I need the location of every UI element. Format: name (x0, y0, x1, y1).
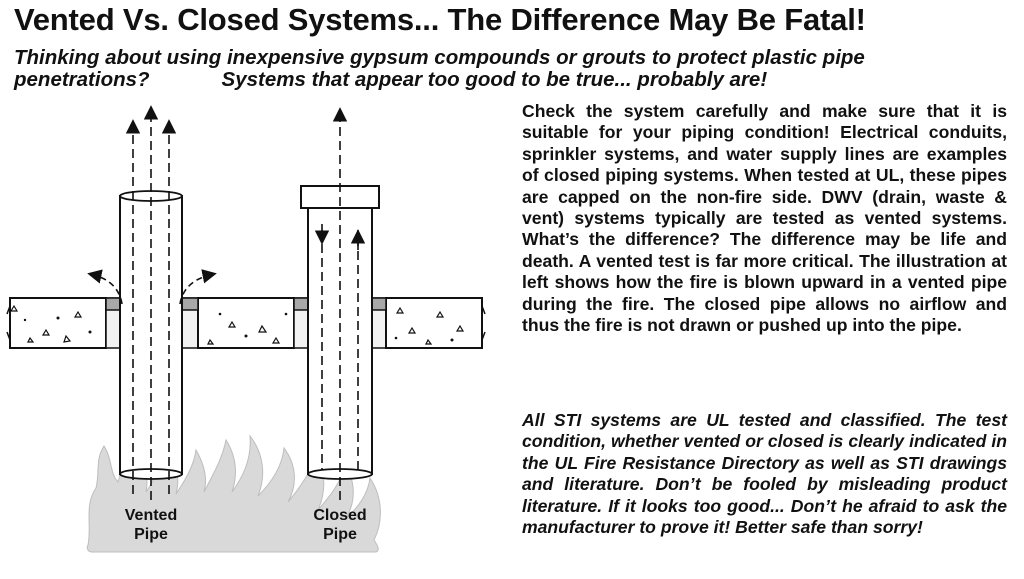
page-subtitle: Thinking about using inexpensive gypsum … (14, 47, 1014, 91)
vented-pipe-label-line1: Vented (125, 507, 177, 524)
pipe-penetration-diagram: Vented Pipe Closed Pipe (6, 105, 486, 553)
floor-slab-middle (181, 297, 309, 349)
body-paragraph-1: Check the system carefully and make sure… (522, 101, 1007, 336)
closed-pipe-label-line2: Pipe (323, 526, 357, 543)
page-title: Vented Vs. Closed Systems... The Differe… (14, 2, 866, 37)
vented-pipe-label-line2: Pipe (134, 526, 168, 543)
closed-pipe-label-line1: Closed (313, 507, 366, 524)
floor-slab-left (6, 297, 121, 349)
floor-slab-right (371, 297, 486, 349)
body-paragraph-2: All STI systems are UL tested and classi… (522, 410, 1007, 538)
subtitle-tagline: Systems that appear too good to be true.… (221, 68, 768, 91)
closed-pipe-stagnant-arrows (314, 107, 366, 500)
subtitle-question-end: penetrations? (14, 68, 150, 91)
vented-airflow-arrows (87, 105, 217, 500)
subtitle-question: Thinking about using inexpensive gypsum … (14, 46, 865, 69)
